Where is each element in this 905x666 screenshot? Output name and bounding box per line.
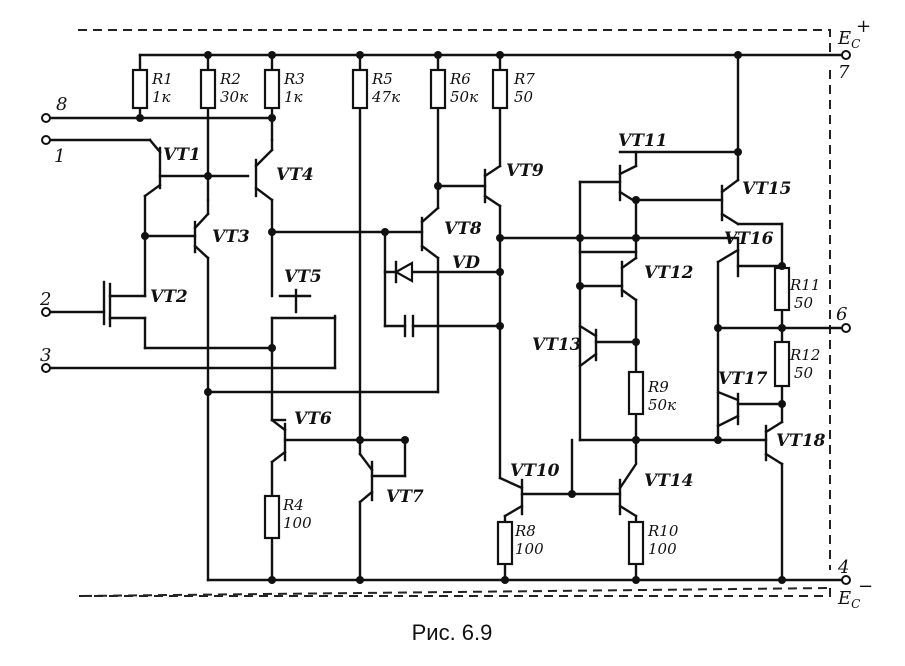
r6-body — [429, 68, 447, 110]
resistor-labels: R1 1к R2 30к R3 1к R4 100 R5 47к R6 50к … — [151, 70, 820, 558]
r9-name: R9 — [647, 378, 669, 396]
r11-body — [773, 266, 791, 312]
pin-6-terminal[interactable] — [841, 323, 851, 333]
r7-value: 50 — [514, 88, 534, 106]
r1-body — [131, 68, 149, 110]
vd-label: VD — [452, 253, 480, 273]
r12-value: 50 — [794, 364, 814, 382]
pin-1-label: 1 — [54, 146, 65, 167]
vt6-label: VT6 — [294, 409, 332, 429]
r9-body — [627, 370, 645, 416]
vt11-label: VT11 — [618, 131, 668, 151]
vt17-label: VT17 — [718, 369, 768, 389]
pin-1-terminal[interactable] — [41, 135, 51, 145]
vt3-label: VT3 — [212, 227, 250, 247]
r7-body — [491, 68, 509, 110]
diode-symbol — [393, 260, 414, 284]
r10-body — [627, 520, 645, 566]
vt4-label: VT4 — [276, 165, 314, 185]
vt12-label: VT12 — [644, 263, 694, 283]
r4-body — [263, 494, 281, 540]
vt1-label: VT1 — [163, 145, 201, 165]
vt14-label: VT14 — [644, 471, 694, 491]
vt18-label: VT18 — [776, 431, 826, 451]
r7-name: R7 — [513, 70, 535, 88]
r6-value: 50к — [450, 88, 478, 106]
capacitor-symbol — [403, 314, 415, 338]
pin-3-label: 3 — [40, 345, 51, 366]
vt16-label: VT16 — [724, 229, 774, 249]
positive-supply-main: E — [837, 28, 851, 49]
r12-body — [773, 340, 791, 388]
pin-4-label: 4 — [837, 557, 849, 578]
r10-name: R10 — [647, 522, 679, 540]
r2-body — [199, 68, 217, 110]
input-stage — [48, 53, 440, 582]
positive-supply-label: EC — [837, 28, 860, 51]
r3-name: R3 — [283, 70, 305, 88]
negative-supply-main: E — [837, 588, 851, 609]
junction-dots — [136, 51, 786, 584]
positive-supply-sub: C — [851, 37, 860, 51]
vt8-label: VT8 — [444, 219, 482, 239]
r5-body — [351, 68, 369, 110]
pin-2-terminal[interactable] — [41, 307, 51, 317]
r2-value: 30к — [220, 88, 248, 106]
r8-value: 100 — [515, 540, 544, 558]
r8-body — [496, 520, 514, 566]
r11-value: 50 — [794, 294, 814, 312]
vt9-label: VT9 — [506, 161, 544, 181]
vt5-label: VT5 — [284, 267, 322, 287]
r1-name: R1 — [151, 70, 173, 88]
vt13-label: VT13 — [532, 335, 582, 355]
pin-2-label: 2 — [39, 289, 51, 310]
chip-outline — [77, 29, 831, 597]
r4-value: 100 — [283, 514, 312, 532]
negative-supply-sign: − — [858, 576, 873, 597]
pin-6-label: 6 — [836, 304, 847, 325]
vt10-label: VT10 — [510, 461, 560, 481]
r1-value: 1к — [152, 88, 171, 106]
r4-name: R4 — [282, 496, 304, 514]
resistor-bodies — [131, 68, 791, 566]
r8-name: R8 — [514, 522, 536, 540]
pin-7-terminal[interactable] — [841, 50, 851, 60]
r5-value: 47к — [371, 88, 400, 106]
r11-name: R11 — [789, 276, 820, 294]
negative-supply-sub: C — [851, 597, 860, 611]
r9-value: 50к — [648, 396, 676, 414]
vt2-label: VT2 — [150, 287, 188, 307]
pin-4-terminal[interactable] — [841, 575, 851, 585]
r5-name: R5 — [371, 70, 393, 88]
positive-supply-sign: + — [856, 16, 871, 37]
negative-supply-label: EC — [837, 588, 860, 611]
pin-8-label: 8 — [56, 94, 67, 115]
vt15-label: VT15 — [742, 179, 792, 199]
r3-value: 1к — [284, 88, 303, 106]
r6-name: R6 — [449, 70, 471, 88]
pin-3-terminal[interactable] — [41, 363, 51, 373]
pin-8-terminal[interactable] — [41, 113, 51, 123]
figure-caption: Рис. 6.9 — [412, 620, 493, 645]
r10-value: 100 — [648, 540, 677, 558]
pin-terminals — [41, 50, 851, 585]
r2-name: R2 — [219, 70, 241, 88]
vt7-label: VT7 — [386, 487, 424, 507]
pin-7-label: 7 — [838, 62, 850, 83]
r12-name: R12 — [789, 346, 820, 364]
r3-body — [263, 68, 281, 110]
